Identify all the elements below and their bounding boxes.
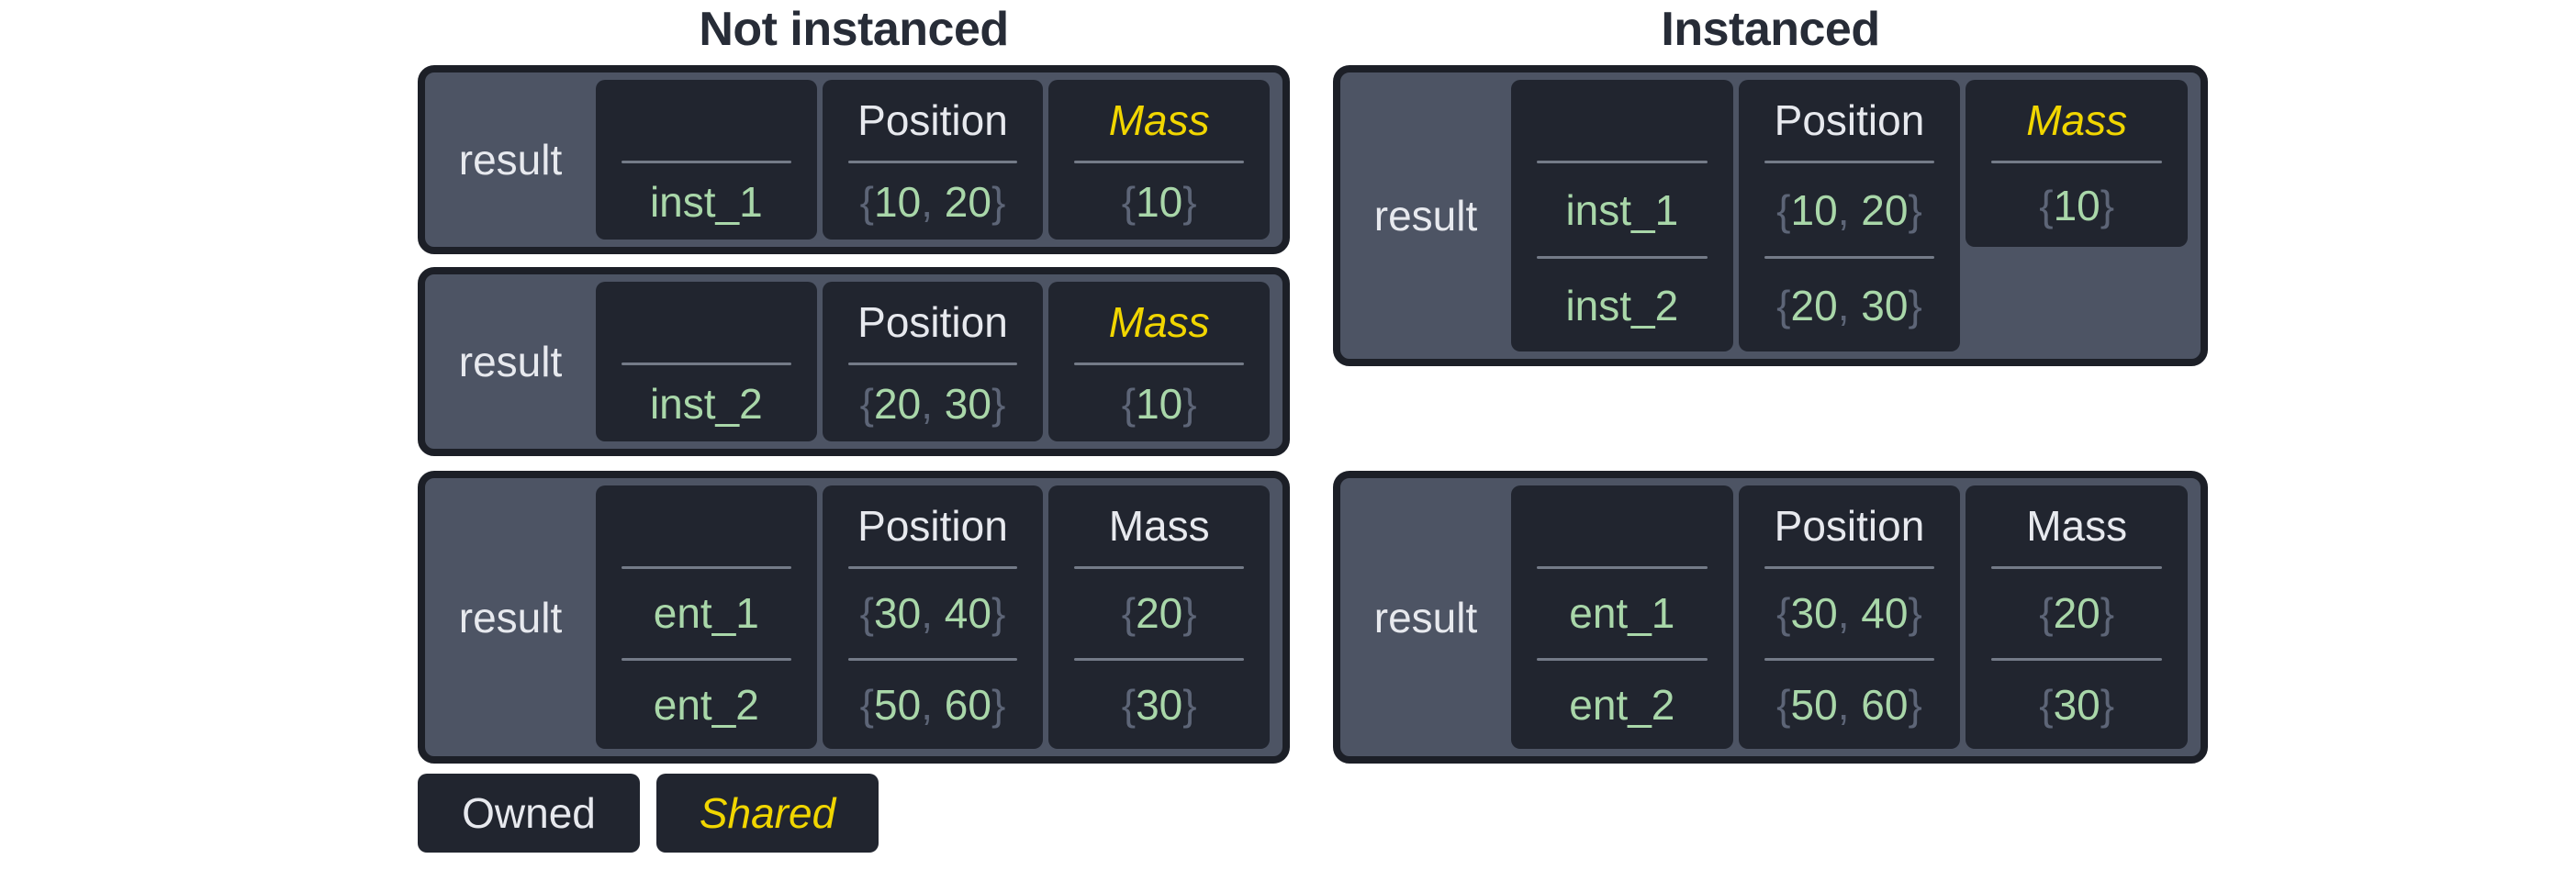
header-divider: [1991, 161, 2163, 163]
entity-column: inst_2: [596, 282, 817, 441]
row-divider: [1991, 657, 2163, 661]
row-divider: [622, 657, 791, 661]
header-divider: [622, 566, 791, 569]
entity-column: ent_1 ent_2: [596, 485, 817, 749]
section-title-not-instanced: Not instanced: [699, 3, 1009, 56]
header-divider: [1074, 161, 1245, 163]
entity-name: ent_1: [1569, 589, 1675, 638]
section-title-instanced: Instanced: [1661, 3, 1880, 56]
header-divider: [847, 362, 1018, 365]
position-header: Position: [1774, 96, 1925, 144]
row-divider: [1537, 256, 1708, 259]
mass-header: Mass: [1108, 96, 1210, 144]
result-label: result: [458, 136, 563, 184]
entity-name: inst_1: [649, 177, 763, 226]
header-divider: [622, 161, 791, 163]
entity-column: inst_1 inst_2: [1511, 80, 1733, 351]
header-divider: [1537, 566, 1708, 569]
legend-shared-chip: Shared: [656, 774, 879, 853]
header-divider: [1074, 566, 1245, 569]
position-header: Position: [857, 502, 1008, 550]
row-divider: [1074, 657, 1245, 661]
header-divider: [1764, 566, 1935, 569]
row-divider: [847, 657, 1018, 661]
entity-name: inst_2: [1565, 281, 1679, 329]
position-header: Position: [857, 96, 1008, 144]
header-divider: [847, 161, 1018, 163]
entity-name: ent_2: [653, 680, 759, 729]
header-divider: [1991, 566, 2163, 569]
entity-column: ent_1 ent_2: [1511, 485, 1733, 749]
header-divider: [1074, 362, 1245, 365]
header-divider: [622, 362, 791, 365]
header-divider: [847, 566, 1018, 569]
entity-column-header: [596, 485, 817, 566]
legend: Owned Shared: [418, 774, 879, 853]
mass-header: Mass: [2026, 502, 2128, 550]
mass-header: Mass: [1108, 298, 1210, 346]
entity-name: ent_2: [1569, 680, 1675, 729]
entity-column-header: [1511, 80, 1733, 161]
result-label: result: [458, 338, 563, 385]
legend-owned-chip: Owned: [418, 774, 640, 853]
entity-column-header: [596, 282, 817, 362]
row-divider: [1764, 256, 1935, 259]
section-instanced: Instanced result inst_1 inst_2 Position …: [1333, 0, 2208, 870]
entity-name: inst_2: [649, 379, 763, 428]
result-label: result: [1373, 593, 1478, 641]
position-header: Position: [1774, 502, 1925, 550]
entity-column-header: [1511, 485, 1733, 566]
row-divider: [1764, 657, 1935, 661]
entity-name: ent_1: [653, 589, 759, 638]
position-header: Position: [857, 298, 1008, 346]
entity-column-header: [596, 80, 817, 161]
entity-name: inst_1: [1565, 185, 1679, 234]
result-label: result: [458, 593, 563, 641]
mass-header: Mass: [2026, 96, 2128, 144]
entity-column: inst_1: [596, 80, 817, 240]
header-divider: [1764, 161, 1935, 163]
result-label: result: [1373, 192, 1478, 240]
row-divider: [1537, 657, 1708, 661]
header-divider: [1537, 161, 1708, 163]
mass-header: Mass: [1108, 502, 1210, 550]
